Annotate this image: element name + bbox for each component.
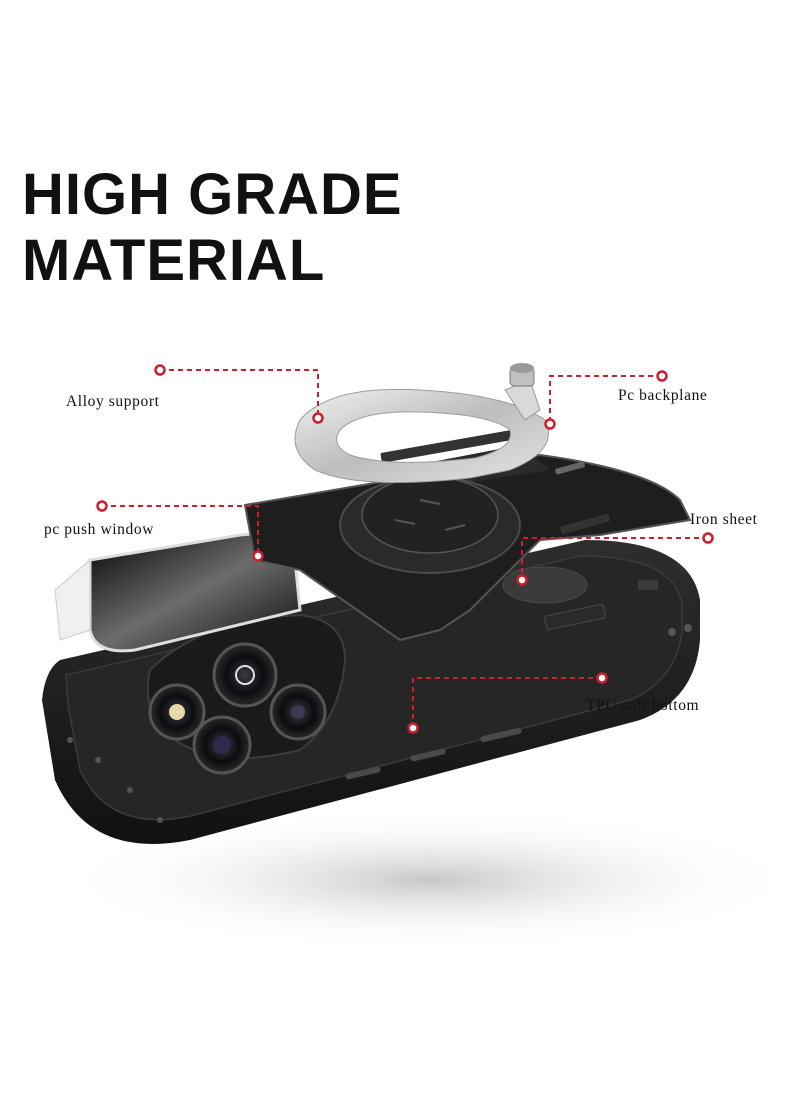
callout-dots bbox=[96, 364, 714, 734]
camera-module bbox=[146, 613, 347, 775]
headline-line-1: HIGH GRADE bbox=[22, 162, 403, 227]
headline: HIGH GRADE MATERIAL bbox=[22, 162, 403, 294]
camera-lens-1 bbox=[212, 642, 278, 708]
callout-label-alloy-support: Alloy support bbox=[66, 393, 160, 410]
callout-line-tpu-soft-bottom bbox=[412, 677, 602, 728]
iron-sheet-ring bbox=[339, 476, 588, 604]
callout-label-pc-push-window: pc push window bbox=[44, 521, 155, 538]
floor-shadow bbox=[60, 810, 800, 950]
callout-label-iron-sheet: Iron sheet bbox=[690, 511, 758, 528]
callout-line-pc-push-window bbox=[102, 505, 259, 556]
alloy-support-ring bbox=[294, 363, 549, 483]
callout-label-tpu-soft-bottom: TPU soft bottom bbox=[586, 697, 700, 714]
callout-line-pc-backplane bbox=[549, 375, 662, 424]
headline-line-2: MATERIAL bbox=[22, 228, 326, 293]
push-window bbox=[54, 532, 302, 653]
callout-label-pc-backplane: Pc backplane bbox=[618, 387, 708, 404]
callout-line-alloy-support bbox=[160, 369, 319, 418]
callout-lines bbox=[102, 369, 708, 728]
